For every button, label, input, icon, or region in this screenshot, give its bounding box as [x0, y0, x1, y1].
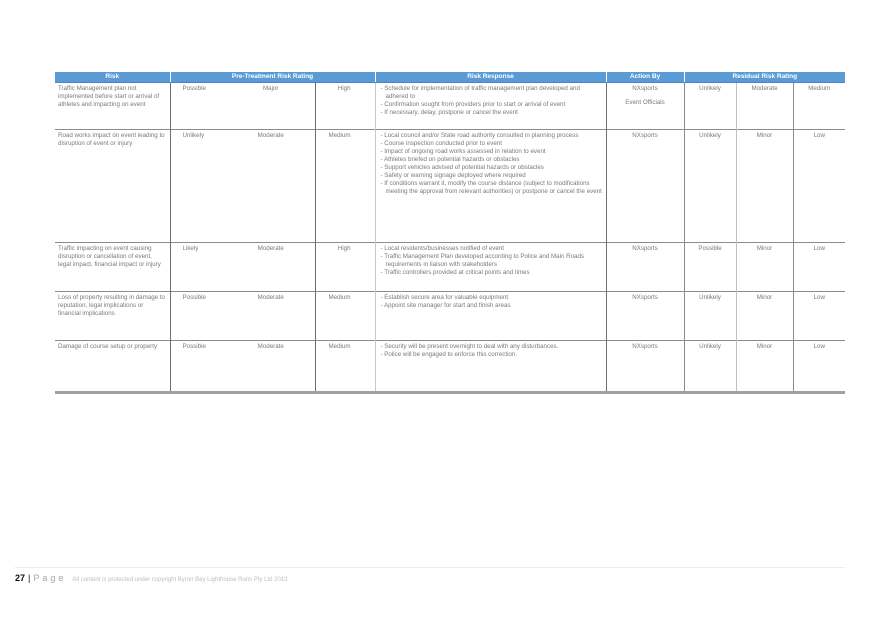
table-header-row: Risk Pre-Treatment Risk Rating Risk Resp… — [55, 72, 846, 83]
pre-likelihood-cell: Unlikely — [170, 129, 227, 243]
pre-consequence-cell: Moderate — [227, 340, 315, 394]
action-owner: NXsports — [632, 245, 658, 252]
header-risk-response: Risk Response — [374, 72, 607, 83]
response-item: Safety or warning signage deployed where… — [379, 172, 603, 180]
res-likelihood-cell: Unlikely — [684, 129, 737, 243]
res-consequence-cell: Minor — [736, 340, 794, 394]
res-consequence-cell: Minor — [736, 291, 794, 341]
res-likelihood-cell: Possible — [684, 242, 737, 292]
action-owner: NXsports — [632, 294, 658, 301]
res-rating-cell: Medium — [808, 85, 831, 92]
pre-rating-cell: Medium — [314, 291, 376, 341]
footer-divider — [15, 567, 845, 568]
table-row: Damage of course setup or property Possi… — [55, 340, 846, 394]
response-item: Local residents/businesses notified of e… — [379, 245, 603, 253]
response-item: Traffic Management Plan developed accord… — [379, 253, 603, 269]
page-footer: 27|Page All content is protected under co… — [15, 573, 288, 583]
response-cell: Schedule for implementation of traffic m… — [375, 82, 607, 130]
pre-rating-cell: High — [314, 82, 376, 130]
response-cell: Security will be present overnight to de… — [375, 340, 607, 394]
risk-cell: Traffic impacting on event causing disru… — [55, 242, 171, 292]
response-item: Schedule for implementation of traffic m… — [379, 85, 603, 101]
header-action-by: Action By — [605, 72, 685, 83]
risk-cell: Road works impact on event leading to di… — [55, 129, 171, 243]
pre-consequence-cell: Major — [263, 85, 279, 92]
response-item: Local council and/or State road authorit… — [379, 132, 603, 140]
action-by-cell: NXsports Event Officials — [606, 82, 685, 130]
header-risk: Risk — [55, 72, 170, 83]
action-by-cell: NXsports — [606, 340, 685, 394]
response-item: Appoint site manager for start and finis… — [379, 302, 603, 310]
pre-rating-cell: Medium — [314, 340, 376, 394]
response-item: Impact of ongoing road works assessed in… — [379, 148, 603, 156]
res-likelihood-cell: Unlikely — [684, 340, 737, 394]
response-item: If conditions warrant it, modify the cou… — [379, 180, 603, 196]
action-by-cell: NXsports — [606, 129, 685, 243]
copyright-notice: All content is protected under copyright… — [72, 577, 288, 583]
pre-rating-cell: High — [314, 242, 376, 292]
risk-cell: Loss of property resulting in damage to … — [55, 291, 171, 341]
response-item: If necessary, delay, postpone or cancel … — [379, 109, 603, 117]
res-consequence-cell: Minor — [736, 242, 794, 292]
pre-likelihood-cell: Possible — [170, 340, 227, 394]
res-rating-cell: Low — [793, 242, 846, 292]
res-rating-cell: Low — [793, 291, 846, 341]
res-likelihood-cell: Unlikely — [684, 82, 737, 130]
page-separator: | — [28, 573, 31, 583]
table-row: Traffic impacting on event causing disru… — [55, 242, 846, 292]
pre-likelihood-cell: Possible — [170, 291, 227, 341]
response-cell: Local council and/or State road authorit… — [375, 129, 607, 243]
pre-likelihood-cell: Likely — [170, 242, 227, 292]
page-number: 27 — [15, 573, 26, 583]
response-item: Course inspection conducted prior to eve… — [379, 140, 603, 148]
res-rating-cell: Low — [793, 129, 846, 243]
table-row: Road works impact on event leading to di… — [55, 129, 846, 243]
response-cell: Local residents/businesses notified of e… — [375, 242, 607, 292]
action-owner: NXsports — [632, 85, 658, 92]
table-row: Traffic Management plan not implemented … — [55, 82, 845, 130]
res-rating-cell: Low — [793, 340, 846, 394]
header-residual: Residual Risk Rating — [683, 72, 846, 83]
page-label: Page — [33, 573, 67, 583]
pre-likelihood-cell: Possible — [182, 85, 206, 92]
risk-cell: Traffic Management plan not implemented … — [55, 82, 171, 130]
action-owner: NXsports — [632, 132, 658, 139]
action-owner: Event Officials — [625, 99, 665, 106]
res-likelihood-cell: Unlikely — [684, 291, 737, 341]
response-item: Traffic controllers provided at critical… — [379, 269, 603, 277]
action-by-cell: NXsports — [606, 242, 685, 292]
table-row: Loss of property resulting in damage to … — [55, 291, 846, 341]
action-owner: NXsports — [632, 343, 658, 350]
risk-assessment-table: Risk Pre-Treatment Risk Rating Risk Resp… — [55, 72, 846, 394]
pre-consequence-cell: Moderate — [227, 129, 315, 243]
response-item: Police will be engaged to enforce this c… — [379, 351, 603, 359]
risk-cell: Damage of course setup or property — [55, 340, 171, 394]
response-item: Support vehicles advised of potential ha… — [379, 164, 603, 172]
pre-rating-cell: Medium — [314, 129, 376, 243]
pre-consequence-cell: Moderate — [227, 242, 315, 292]
response-item: Security will be present overnight to de… — [379, 343, 603, 351]
res-consequence-cell: Moderate — [736, 82, 794, 130]
response-item: Establish secure area for valuable equip… — [379, 294, 603, 302]
pre-consequence-cell: Moderate — [227, 291, 315, 341]
response-cell: Establish secure area for valuable equip… — [375, 291, 607, 341]
action-by-cell: NXsports — [606, 291, 685, 341]
res-consequence-cell: Minor — [736, 129, 794, 243]
header-pre-treatment: Pre-Treatment Risk Rating — [169, 72, 376, 83]
response-item: Athletes briefed on potential hazards or… — [379, 156, 603, 164]
response-item: Confirmation sought from providers prior… — [379, 101, 603, 109]
